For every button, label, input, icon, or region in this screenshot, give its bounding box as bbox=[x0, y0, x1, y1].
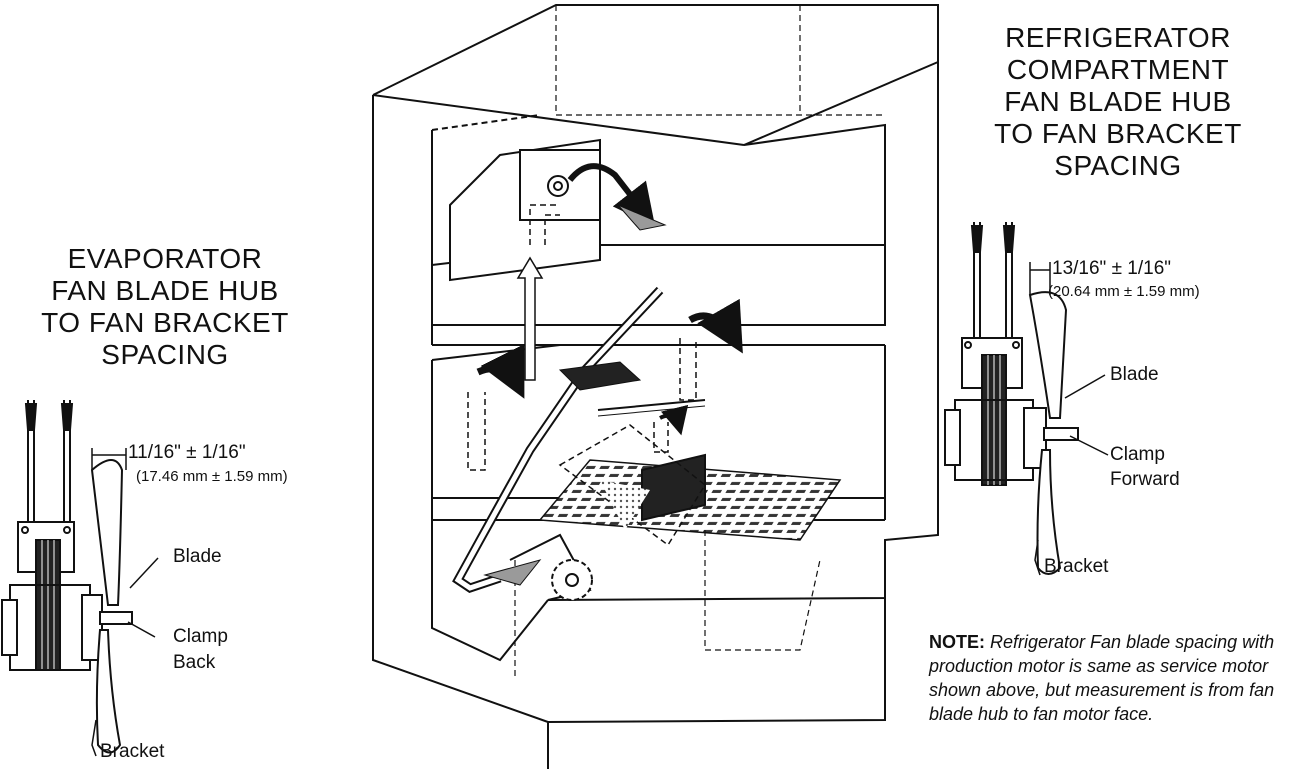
airflow-arrow-right bbox=[688, 298, 743, 354]
fridge-clamp-label: Clamp bbox=[1110, 444, 1165, 465]
production-motor-note: NOTE: Refrigerator Fan blade spacing wit… bbox=[929, 630, 1289, 726]
heading-line: TO FAN BRACKET bbox=[41, 307, 289, 338]
evap-bracket-label: Bracket bbox=[100, 741, 165, 762]
fridge-blade-label: Blade bbox=[1110, 364, 1159, 385]
cabinet-right-face bbox=[547, 62, 939, 723]
evap-fan-blade bbox=[90, 459, 124, 606]
heading-line: EVAPORATOR bbox=[67, 243, 263, 274]
cabinet-front-face bbox=[372, 95, 549, 769]
airflow-up-arrow bbox=[516, 256, 544, 381]
airflow-arrow-left bbox=[476, 343, 525, 399]
evaporator-spacing-heading: EVAPORATOR FAN BLADE HUB TO FAN BRACKET … bbox=[0, 243, 330, 371]
note-label: NOTE: bbox=[929, 632, 985, 652]
airflow-arrow-center bbox=[659, 404, 689, 436]
heading-line: SPACING bbox=[1054, 150, 1182, 181]
heading-line: TO FAN BRACKET bbox=[994, 118, 1242, 149]
evap-dimension: 11/16" ± 1/16" bbox=[128, 442, 246, 463]
refrigerator-cutaway bbox=[372, 4, 939, 769]
evap-clamp-label-2: Back bbox=[173, 652, 216, 673]
heading-line: COMPARTMENT bbox=[1006, 54, 1230, 85]
evaporator-cover bbox=[641, 453, 706, 522]
fridge-bracket-label: Bracket bbox=[1044, 556, 1109, 577]
fridge-dimension-metric: (20.64 mm ± 1.59 mm) bbox=[1048, 283, 1200, 300]
refrigerator-fan-assembly bbox=[944, 222, 1109, 576]
fridge-clamp-label-2: Forward bbox=[1110, 469, 1180, 490]
heading-line: FAN BLADE HUB bbox=[51, 275, 279, 306]
evap-dimension-metric: (17.46 mm ± 1.59 mm) bbox=[136, 468, 288, 485]
airflow-arrow-top bbox=[567, 163, 656, 227]
fridge-fan-blade bbox=[1028, 291, 1068, 419]
note-text: Refrigerator Fan blade spacing with prod… bbox=[929, 632, 1275, 724]
evaporator-fan-assembly bbox=[1, 400, 159, 757]
cabinet-top-face bbox=[372, 4, 939, 146]
upper-compartment bbox=[431, 123, 886, 326]
refrigerator-spacing-heading: REFRIGERATOR COMPARTMENT FAN BLADE HUB T… bbox=[938, 22, 1298, 182]
base-section bbox=[431, 520, 886, 662]
heading-line: FAN BLADE HUB bbox=[1004, 86, 1232, 117]
evap-blade-label: Blade bbox=[173, 546, 222, 567]
heading-line: SPACING bbox=[101, 339, 229, 370]
evap-clamp-label: Clamp bbox=[173, 626, 228, 647]
heading-line: REFRIGERATOR bbox=[1005, 22, 1231, 53]
fridge-dimension: 13/16" ± 1/16" bbox=[1052, 258, 1172, 279]
